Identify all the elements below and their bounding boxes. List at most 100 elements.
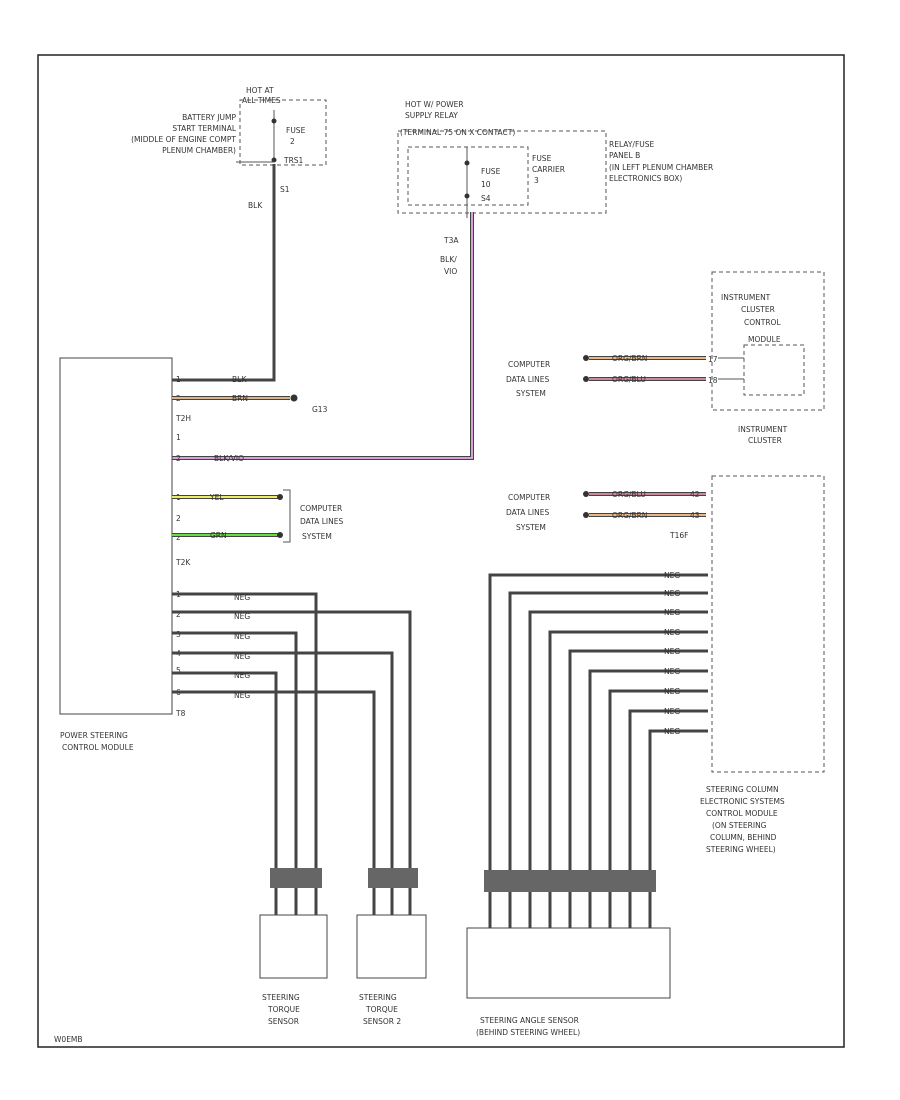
wire-torque-2 — [172, 610, 412, 890]
wire-angle-7 — [608, 689, 708, 895]
pin-2-sub-label: 2 — [176, 533, 181, 542]
wire-neg-sces-2: NEG — [664, 589, 680, 598]
data-lines-left-1: COMPUTER — [300, 504, 342, 513]
relay-panel-label-1: RELAY/FUSE — [609, 140, 655, 149]
fuse-2-label-2: 2 — [290, 137, 295, 146]
torque1-label-2: TORQUE — [267, 1005, 300, 1014]
wire-neg-t8-5: NEG — [234, 671, 250, 680]
relay-panel-label-3: (IN LEFT PLENUM CHAMBER — [609, 163, 713, 172]
fuse-2-label-3: TRS1 — [283, 156, 304, 165]
steering-angle-sensor-connector — [484, 870, 656, 928]
hot-relay-label-1: HOT W/ POWER — [405, 100, 464, 109]
conn-t2h-label: T2H — [175, 414, 191, 423]
wire-blk-vio-label: BLK/VIO — [214, 454, 244, 463]
diagram-frame — [37, 54, 845, 1048]
wire-neg-sces-9: NEG — [664, 727, 680, 736]
fuse-carrier-label-2: CARRIER — [532, 165, 565, 174]
ground-g13-label: G13 — [312, 405, 328, 414]
wire-blk-label: BLK — [248, 201, 263, 210]
fuse-10-dot-bottom — [464, 193, 470, 199]
conn-t8-label: T8 — [175, 709, 186, 718]
wire-angle-5 — [568, 649, 708, 895]
data-lines-bracket-left — [283, 489, 291, 543]
wire-torque-6 — [172, 690, 376, 890]
wire-org-blu-label-right: ORG/BLU — [612, 490, 646, 499]
steering-torque-sensor — [259, 914, 328, 979]
sces-label-2: ELECTRONIC SYSTEMS — [700, 797, 785, 806]
sces-label-1: STEERING COLUMN — [706, 785, 779, 794]
wire-neg-t8-3: NEG — [234, 632, 250, 641]
fuse-2-label-1: FUSE — [286, 126, 306, 135]
relay-panel-label-2: PANEL B — [609, 151, 640, 160]
fuse-2-dot-top — [271, 118, 277, 124]
sces-label-6: STEERING WHEEL) — [706, 845, 776, 854]
fuse-10-label-3: S4 — [481, 194, 491, 203]
fuse-2-dot-bottom — [271, 157, 277, 163]
wire-neg-sces-6: NEG — [664, 667, 680, 676]
fuse-carrier-inner — [407, 146, 529, 206]
instrument-module-label-1: INSTRUMENT — [721, 293, 771, 302]
yel-node — [277, 494, 283, 500]
torque2-label-2: TORQUE — [365, 1005, 398, 1014]
battery-label-3: (MIDDLE OF ENGINE COMPT — [131, 135, 236, 144]
pin-18-label: 18 — [708, 376, 718, 385]
wire-torque-5 — [172, 671, 278, 890]
instrument-module-label-4: MODULE — [748, 335, 781, 344]
instrument-cluster-label-1: INSTRUMENT — [738, 425, 788, 434]
relay-fuse-panel-b — [397, 130, 607, 214]
data-node-2 — [583, 376, 589, 382]
fuse-carrier-label-3: 3 — [534, 176, 539, 185]
pin-2-t8-label: 2 — [176, 610, 181, 619]
pin-1-t2k-label: 1 — [176, 433, 181, 442]
pin-2-grn-label: 2 — [176, 514, 181, 523]
pscm-label-2: CONTROL MODULE — [62, 743, 134, 752]
wire-torque-4 — [172, 651, 394, 890]
data-lines-left-3: SYSTEM — [302, 532, 332, 541]
wire-neg-sces-8: NEG — [664, 707, 680, 716]
wire-angle-9 — [648, 729, 708, 895]
hot-relay-label-3: (TERMINAL 75 ON X CONTACT) — [400, 128, 515, 137]
wire-blk-pin1-label: BLK — [232, 375, 247, 384]
torque2-label-1: STEERING — [359, 993, 397, 1002]
wire-neg-sces-7: NEG — [664, 687, 680, 696]
wire-s1-label: S1 — [280, 185, 290, 194]
battery-label-4: PLENUM CHAMBER) — [162, 146, 236, 155]
pin-43-label: 43 — [690, 511, 700, 520]
wire-battery-feed — [172, 164, 276, 382]
fuse-10-label-1: FUSE — [481, 167, 501, 176]
torque-sensor-1-connector — [270, 868, 322, 915]
data-lines-top-3: SYSTEM — [516, 389, 546, 398]
data-lines-right-1: COMPUTER — [508, 493, 550, 502]
wire-neg-sces-4: NEG — [664, 628, 680, 637]
wire-violet-feed — [172, 212, 474, 460]
data-lines-right-3: SYSTEM — [516, 523, 546, 532]
conn-t2k-label: T2K — [175, 558, 191, 567]
wire-neg-t8-1: NEG — [234, 593, 250, 602]
wire-neg-sces-3: NEG — [664, 608, 680, 617]
data-lines-left-2: DATA LINES — [300, 517, 343, 526]
angle-sensor-label-1: STEERING ANGLE SENSOR — [480, 1016, 579, 1025]
wire-angle-2 — [508, 591, 708, 895]
sces-label-4: (ON STEERING — [712, 821, 767, 830]
wire-angle-4 — [548, 630, 708, 895]
relay-panel-label-4: ELECTRONICS BOX) — [609, 174, 682, 183]
wire-blk-vio-label-1: BLK/ — [440, 255, 457, 264]
ground-g13-dot — [290, 394, 298, 402]
instrument-cluster-label-2: CLUSTER — [748, 436, 782, 445]
wire-grn-label: GRN — [210, 531, 227, 540]
wire-torque-1 — [172, 592, 318, 890]
data-node-3 — [583, 491, 589, 497]
wire-t3a-label: T3A — [443, 236, 459, 245]
data-lines-right-2: DATA LINES — [506, 508, 549, 517]
wire-neg-t8-6: NEG — [234, 691, 250, 700]
wire-angle-6 — [588, 669, 708, 895]
fuse-carrier-label-1: FUSE — [532, 154, 552, 163]
angle-sensor-label-2: (BEHIND STEERING WHEEL) — [476, 1028, 580, 1037]
steering-torque-sensor-2 — [356, 914, 427, 979]
instrument-cluster-outer — [711, 271, 825, 411]
data-lines-top-2: DATA LINES — [506, 375, 549, 384]
hot-relay-label-2: SUPPLY RELAY — [405, 111, 458, 120]
wire-neg-t8-4: NEG — [234, 652, 250, 661]
pin-2-t2k-label: 2 — [176, 454, 181, 463]
